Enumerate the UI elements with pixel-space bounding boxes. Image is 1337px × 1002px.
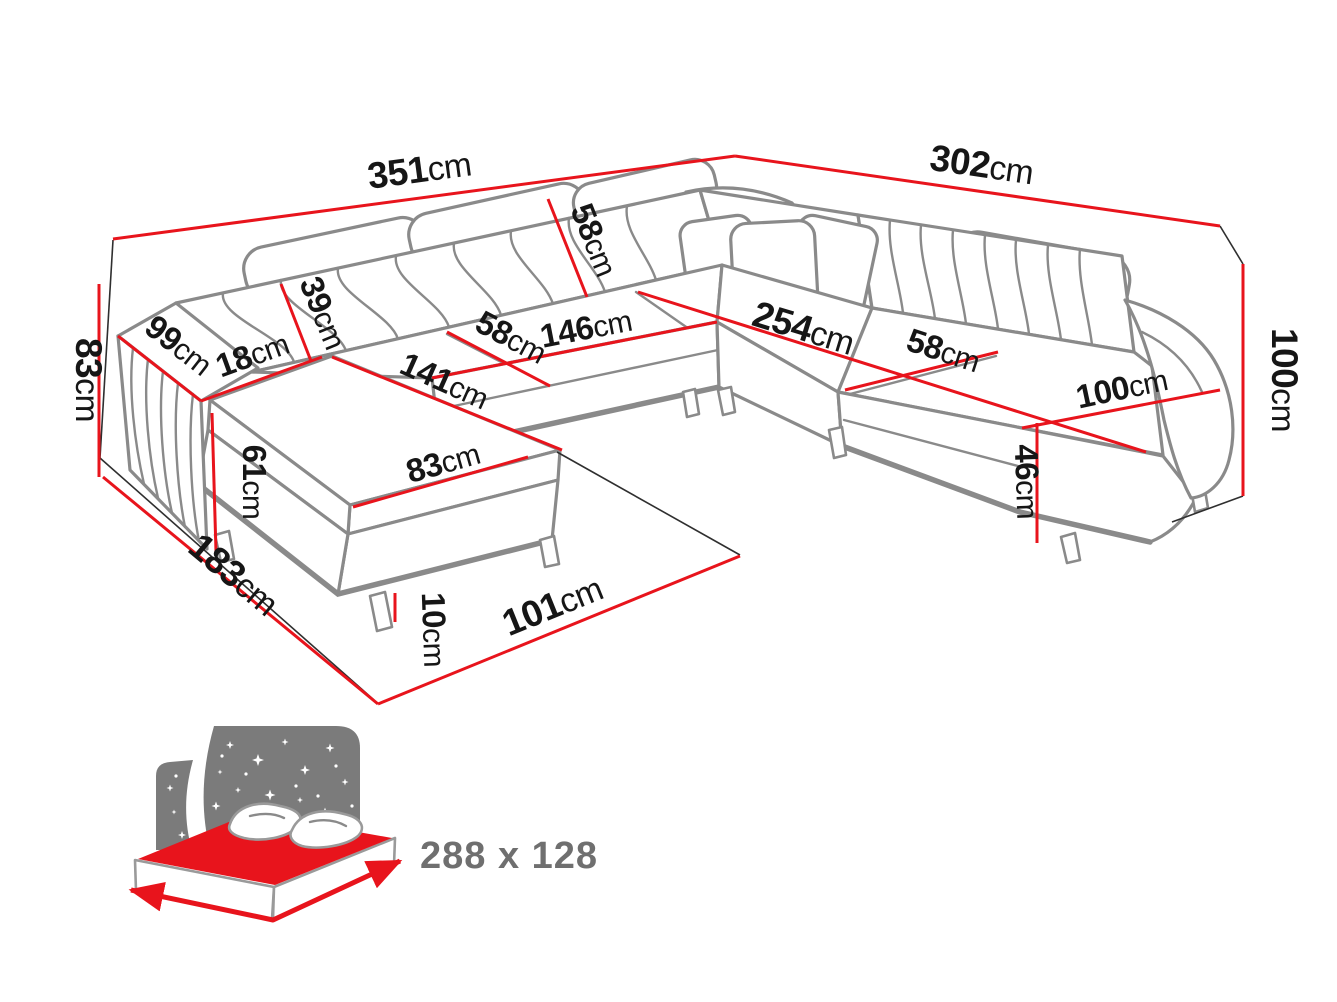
dim-label-total-height-left: 83cm <box>68 338 109 422</box>
dim-line-seat-width-right <box>637 290 1147 454</box>
dim-line-seat-depth-left <box>446 330 551 388</box>
dim-line-chaise-width <box>352 455 529 509</box>
dim-label-total-width-left: 351cm <box>365 142 474 196</box>
sleeping-size-label: 288 x 128 <box>420 835 598 877</box>
backrest-right-tufting <box>888 218 1094 347</box>
dim-line-armrest-width <box>200 355 323 403</box>
dim-line-armrest-length <box>117 334 202 403</box>
dim-line-backrest-height <box>279 283 313 362</box>
dimension-lines <box>97 154 1245 706</box>
sofa-leg <box>827 425 848 460</box>
dim-label-leg-height: 10cm <box>415 592 455 668</box>
backrest-left-tufting <box>221 204 658 364</box>
sleep-function-icon: 288 x 128 <box>128 726 598 923</box>
dim-line-seat-width-left <box>431 320 718 380</box>
dim-label-seat-height: 46cm <box>1008 444 1048 520</box>
chaise-bottom-edge <box>195 481 555 597</box>
sofa-leg <box>681 387 701 419</box>
sofa-leg <box>213 529 236 564</box>
sofa-leg <box>1059 531 1082 565</box>
dim-line-chaise-length <box>331 355 563 452</box>
sofa-leg <box>716 385 737 417</box>
size-arrows <box>128 858 403 923</box>
sofa-leg <box>538 534 561 569</box>
dim-line-side-depth-left <box>102 475 379 706</box>
sofa-leg <box>368 590 394 633</box>
dim-line-seat-depth-right <box>844 350 999 392</box>
dim-line-armrest-height <box>210 412 218 553</box>
dim-line-total-width-right <box>734 154 1221 228</box>
dim-label-total-height-right: 100cm <box>1264 328 1305 432</box>
dim-line-total-width-left <box>112 154 736 241</box>
dim-label-armrest-height: 61cm <box>236 445 273 520</box>
armrest-left-tufting <box>130 346 201 543</box>
guide-lines <box>99 225 1244 701</box>
dim-label-total-width-right: 302cm <box>927 137 1036 192</box>
base-bottom-edge <box>839 443 1153 545</box>
pillow <box>289 810 364 849</box>
dim-line-floor-depth <box>377 554 741 706</box>
seat-seam <box>848 354 998 396</box>
starry-backboard-small <box>156 760 193 850</box>
dim-label-seat-width-left: 146cm <box>537 301 635 355</box>
dim-line-headrest-width <box>546 198 589 298</box>
sofa-drawing <box>116 157 1235 633</box>
dim-line-end-seat-width <box>1021 388 1221 430</box>
